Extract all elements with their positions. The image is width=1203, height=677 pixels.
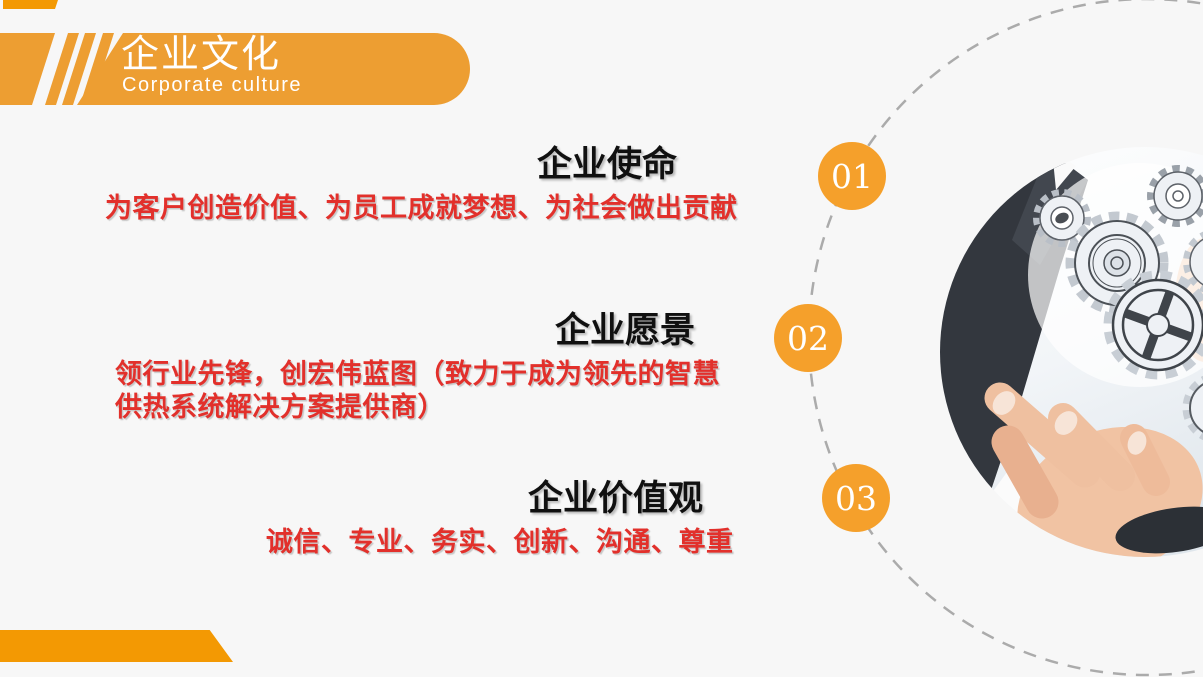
vision-heading: 企业愿景 [554,311,695,350]
number-badge-02: 02 [774,304,842,372]
fingernail [1127,431,1147,455]
vision-text: 领行业先锋，创宏伟蓝图（致力于成为领先的智慧供热系统解决方案提供商） [115,359,720,422]
hand-illustration [984,382,1203,557]
corner-accent-bar [3,0,58,9]
fingernail [992,391,1016,415]
page-title: 企业文化 [121,34,282,76]
gears-icon [1033,165,1203,444]
values-heading: 企业价值观 [527,479,703,518]
sleeve [1115,506,1203,554]
gears-hand-photo [940,147,1203,557]
mission-text: 为客户创造价值、为员工成就梦想、为社会做出贡献 [105,193,738,223]
header-banner [0,0,470,105]
gear-icon [1182,372,1203,444]
bottom-accent-bar [0,630,233,662]
fingernail [1054,411,1078,435]
values-text: 诚信、专业、务实、创新、沟通、尊重 [266,527,734,557]
banner-stripes [0,33,114,105]
number-badge-01: 01 [818,142,886,210]
gear-icon [1183,229,1203,295]
mission-heading: 企业使命 [536,145,677,184]
gear-icon [1147,165,1203,227]
number-badge-03: 03 [822,464,890,532]
banner-body [77,33,470,105]
gear-icon [1033,189,1091,247]
page-subtitle: Corporate culture [122,74,303,96]
gear-wheel-icon [1103,270,1203,380]
